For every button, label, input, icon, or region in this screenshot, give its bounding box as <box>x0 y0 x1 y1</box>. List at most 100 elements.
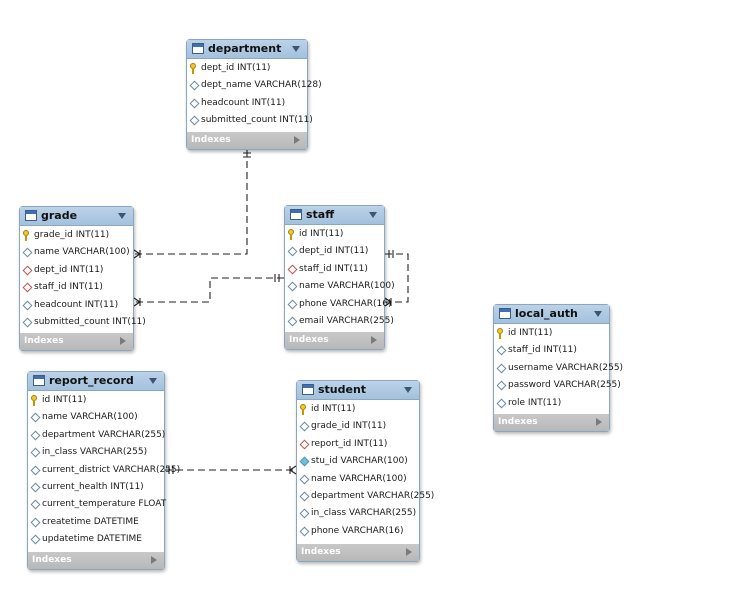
table-header[interactable]: student <box>297 381 419 400</box>
column-row[interactable]: name VARCHAR(100) <box>28 410 164 427</box>
collapse-arrow-icon[interactable] <box>594 311 602 317</box>
column-row[interactable]: updatetime DATETIME <box>28 532 164 549</box>
column-row[interactable]: email VARCHAR(255) <box>285 314 394 331</box>
column-row[interactable]: username VARCHAR(255) <box>494 361 623 378</box>
one-and-only-one-marker <box>388 250 394 258</box>
table-title: student <box>318 383 367 396</box>
column-row[interactable]: dept_id INT(11) <box>285 244 384 261</box>
relation-staff-self[interactable] <box>385 253 409 303</box>
column-label: dept_name VARCHAR(128) <box>201 80 322 91</box>
column-row[interactable]: staff_id INT(11) <box>285 262 384 279</box>
indexes-bar[interactable]: Indexes <box>187 132 307 149</box>
foreign-key-icon <box>299 439 310 450</box>
column-row[interactable]: dept_id INT(11) <box>20 263 133 280</box>
column-row[interactable]: role INT(11) <box>494 396 609 413</box>
collapse-arrow-icon[interactable] <box>404 387 412 393</box>
column-row[interactable]: department VARCHAR(255) <box>28 428 165 445</box>
column-label: updatetime DATETIME <box>42 534 142 545</box>
column-row[interactable]: name VARCHAR(100) <box>297 472 419 489</box>
expand-arrow-icon[interactable] <box>371 336 377 344</box>
column-row[interactable]: department VARCHAR(255) <box>297 489 434 506</box>
column-row[interactable]: id INT(11) <box>297 402 419 419</box>
column-row[interactable]: id INT(11) <box>494 326 609 343</box>
column-icon <box>299 508 310 519</box>
column-row[interactable]: staff_id INT(11) <box>494 343 609 360</box>
indexes-bar[interactable]: Indexes <box>20 333 133 350</box>
indexes-bar[interactable]: Indexes <box>285 332 384 349</box>
column-row[interactable]: submitted_count INT(11) <box>20 315 146 332</box>
relation-staff-grade[interactable] <box>134 277 284 303</box>
column-row[interactable]: createtime DATETIME <box>28 515 164 532</box>
table-icon <box>25 210 37 221</box>
column-label: current_health INT(11) <box>42 481 144 492</box>
table-staff[interactable]: staff id INT(11)dept_id INT(11)staff_id … <box>284 205 395 350</box>
indexes-bar[interactable]: Indexes <box>494 414 609 431</box>
table-student[interactable]: student id INT(11)grade_id INT(11)report… <box>296 380 434 562</box>
column-row[interactable]: in_class VARCHAR(255) <box>297 506 419 523</box>
indexes-bar[interactable]: Indexes <box>297 544 419 561</box>
column-icon <box>30 447 41 458</box>
indexes-bar[interactable]: Indexes <box>28 552 164 569</box>
expand-arrow-icon[interactable] <box>294 136 300 144</box>
relation-department-grade[interactable] <box>134 150 248 255</box>
table-header[interactable]: grade <box>20 207 133 226</box>
table-header[interactable]: staff <box>285 206 384 225</box>
column-row[interactable]: current_health INT(11) <box>28 480 164 497</box>
column-icon <box>30 499 41 510</box>
column-row[interactable]: phone VARCHAR(16) <box>297 524 419 541</box>
expand-arrow-icon[interactable] <box>151 556 157 564</box>
column-icon <box>30 465 41 476</box>
table-title: department <box>208 42 282 55</box>
table-report-record[interactable]: report_record id INT(11) name VARCHAR(100… <box>27 371 180 570</box>
collapse-arrow-icon[interactable] <box>292 46 300 52</box>
expand-arrow-icon[interactable] <box>120 337 126 345</box>
table-title: staff <box>306 208 335 221</box>
table-local-auth[interactable]: local_auth id INT(11)staff_id INT(11)use… <box>493 304 623 432</box>
column-row[interactable]: headcount INT(11) <box>20 298 133 315</box>
one-and-only-one-marker <box>274 274 280 282</box>
table-grade[interactable]: grade grade_id INT(11)name VARCHAR(100)d… <box>19 206 146 351</box>
column-row[interactable]: report_id INT(11) <box>297 437 419 454</box>
column-icon <box>496 345 507 356</box>
table-icon <box>499 308 511 319</box>
column-row[interactable]: staff_id INT(11) <box>20 280 133 297</box>
table-department[interactable]: department dept_id INT(11) dept_name VARC… <box>186 39 322 150</box>
primary-key-icon <box>190 63 196 74</box>
column-label: createtime DATETIME <box>42 516 139 527</box>
column-row[interactable]: phone VARCHAR(16) <box>285 297 392 314</box>
expand-arrow-icon[interactable] <box>406 548 412 556</box>
table-title: report_record <box>49 374 134 387</box>
collapse-arrow-icon[interactable] <box>149 378 157 384</box>
column-row[interactable]: stu_id VARCHAR(100) <box>297 454 419 471</box>
collapse-arrow-icon[interactable] <box>118 213 126 219</box>
column-label: current_district VARCHAR(255) <box>42 464 181 475</box>
column-row[interactable]: dept_id INT(11) <box>187 61 307 78</box>
column-icon <box>496 363 507 374</box>
column-row[interactable]: in_class VARCHAR(255) <box>28 445 164 462</box>
column-row[interactable]: name VARCHAR(100) <box>20 245 133 262</box>
column-row[interactable]: id INT(11) <box>28 393 164 410</box>
column-row[interactable]: name VARCHAR(100) <box>285 279 395 296</box>
table-header[interactable]: department <box>187 40 307 59</box>
indexes-label: Indexes <box>498 417 538 427</box>
column-row[interactable]: password VARCHAR(255) <box>494 378 621 395</box>
column-row[interactable]: current_district VARCHAR(255) <box>28 463 180 480</box>
table-header[interactable]: report_record <box>28 372 164 391</box>
column-label: name VARCHAR(100) <box>42 412 138 423</box>
column-row[interactable]: submitted_count INT(11) <box>187 113 313 130</box>
column-icon <box>30 412 41 423</box>
expand-arrow-icon[interactable] <box>596 418 602 426</box>
column-row[interactable]: dept_name VARCHAR(128) <box>187 78 322 95</box>
column-list: grade_id INT(11)name VARCHAR(100)dept_id… <box>20 226 146 332</box>
collapse-arrow-icon[interactable] <box>369 212 377 218</box>
column-icon <box>22 300 33 311</box>
column-row[interactable]: grade_id INT(11) <box>297 419 419 436</box>
column-row[interactable]: id INT(11) <box>285 227 384 244</box>
column-row[interactable]: headcount INT(11) <box>187 96 307 113</box>
column-icon <box>299 491 310 502</box>
column-row[interactable]: grade_id INT(11) <box>20 228 133 245</box>
table-header[interactable]: local_auth <box>494 305 609 324</box>
column-row[interactable]: current_temperature FLOAT <box>28 497 166 514</box>
column-label: password VARCHAR(255) <box>508 380 621 391</box>
